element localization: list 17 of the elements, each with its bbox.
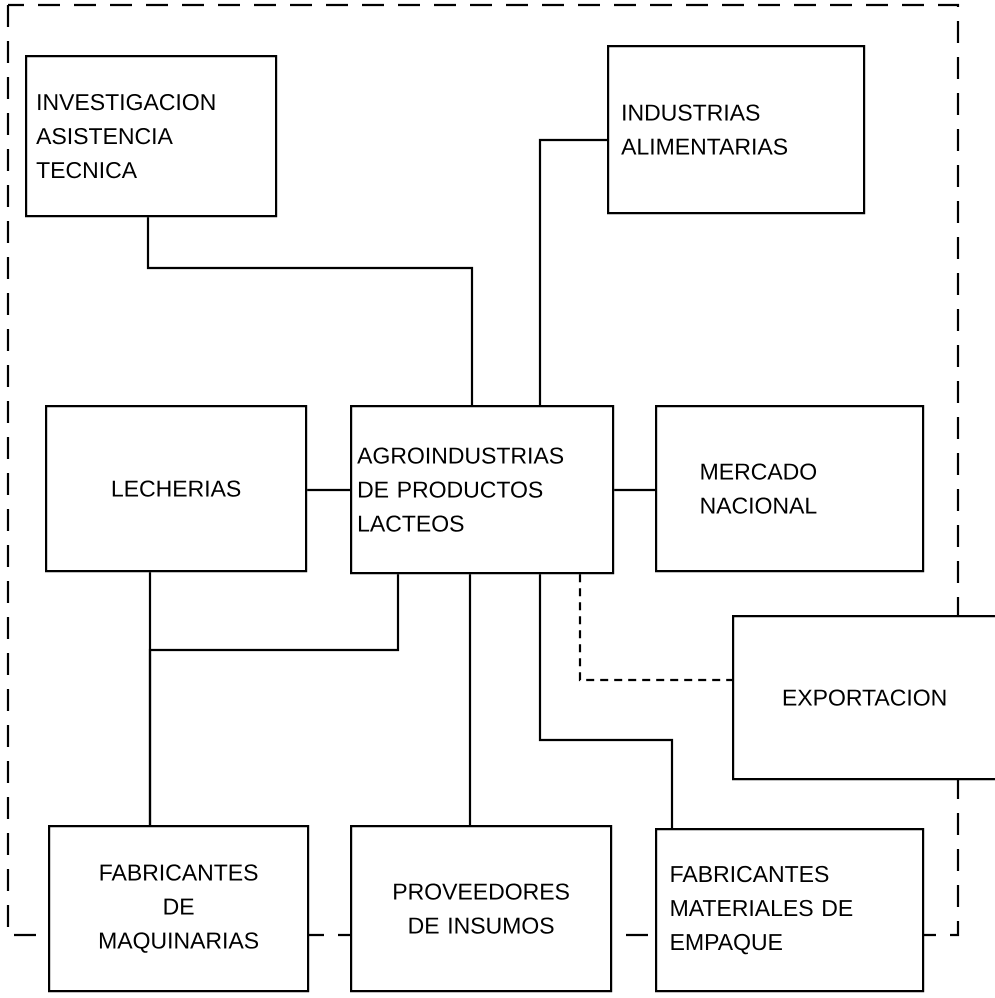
box: EXPORTACION [732, 615, 995, 780]
box: INVESTIGACION ASISTENCIA TECNICA [25, 55, 278, 218]
connector-line [146, 217, 474, 405]
connector-line [538, 138, 607, 405]
connector-line [614, 488, 655, 492]
connector-line [307, 488, 350, 492]
connector-line [538, 574, 674, 828]
box: LECHERIAS [45, 405, 308, 572]
box: FABRICANTES DE MAQUINARIAS [48, 825, 310, 992]
connector-line [148, 574, 400, 825]
box: PROVEEDORES DE INSUMOS [350, 825, 612, 992]
box: MERCADO NACIONAL [655, 405, 924, 572]
box: FABRICANTES MATERIALES DE EMPAQUE [655, 828, 924, 992]
connector-line [468, 574, 472, 825]
box: AGROINDUSTRIAS DE PRODUCTOS LACTEOS [350, 405, 614, 574]
box: INDUSTRIAS ALIMENTARIAS [607, 45, 866, 214]
connector-line [578, 574, 732, 682]
